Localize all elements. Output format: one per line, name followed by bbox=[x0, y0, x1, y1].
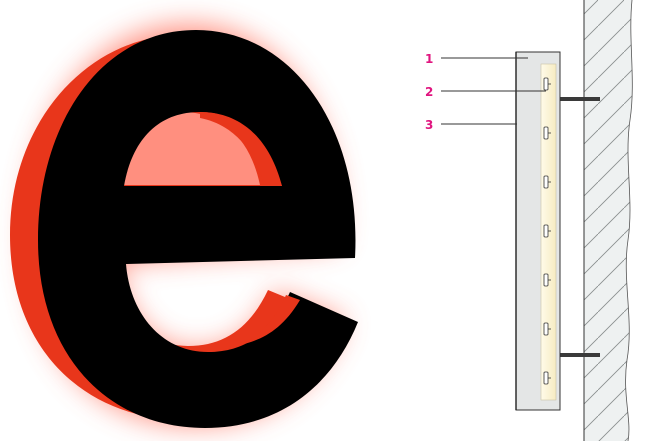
callout-number-2: 2 bbox=[425, 85, 433, 99]
wall bbox=[583, 0, 633, 441]
led-module bbox=[543, 322, 549, 336]
led-module bbox=[543, 77, 549, 91]
led-module bbox=[543, 126, 549, 140]
led-module bbox=[543, 224, 549, 238]
fixing-rod-bottom bbox=[560, 353, 600, 357]
wall-hatching bbox=[584, 0, 633, 441]
letter-inner-return bbox=[200, 112, 282, 186]
letter-inner-return-lower bbox=[240, 295, 300, 345]
letter-face bbox=[38, 30, 358, 428]
fixing-rods bbox=[560, 97, 600, 357]
led-module bbox=[543, 175, 549, 189]
led-module bbox=[543, 371, 549, 385]
fixing-rod-top bbox=[560, 97, 600, 101]
led-module bbox=[543, 273, 549, 287]
letter-section bbox=[515, 51, 561, 411]
led-modules bbox=[543, 77, 551, 385]
led-light-strip bbox=[540, 63, 557, 401]
callouts: 1 2 3 bbox=[425, 52, 546, 132]
callout-number-1: 1 bbox=[425, 52, 433, 66]
callout-number-3: 3 bbox=[425, 118, 433, 132]
letter-e-icon bbox=[10, 25, 358, 428]
wall-break-line bbox=[625, 0, 633, 441]
